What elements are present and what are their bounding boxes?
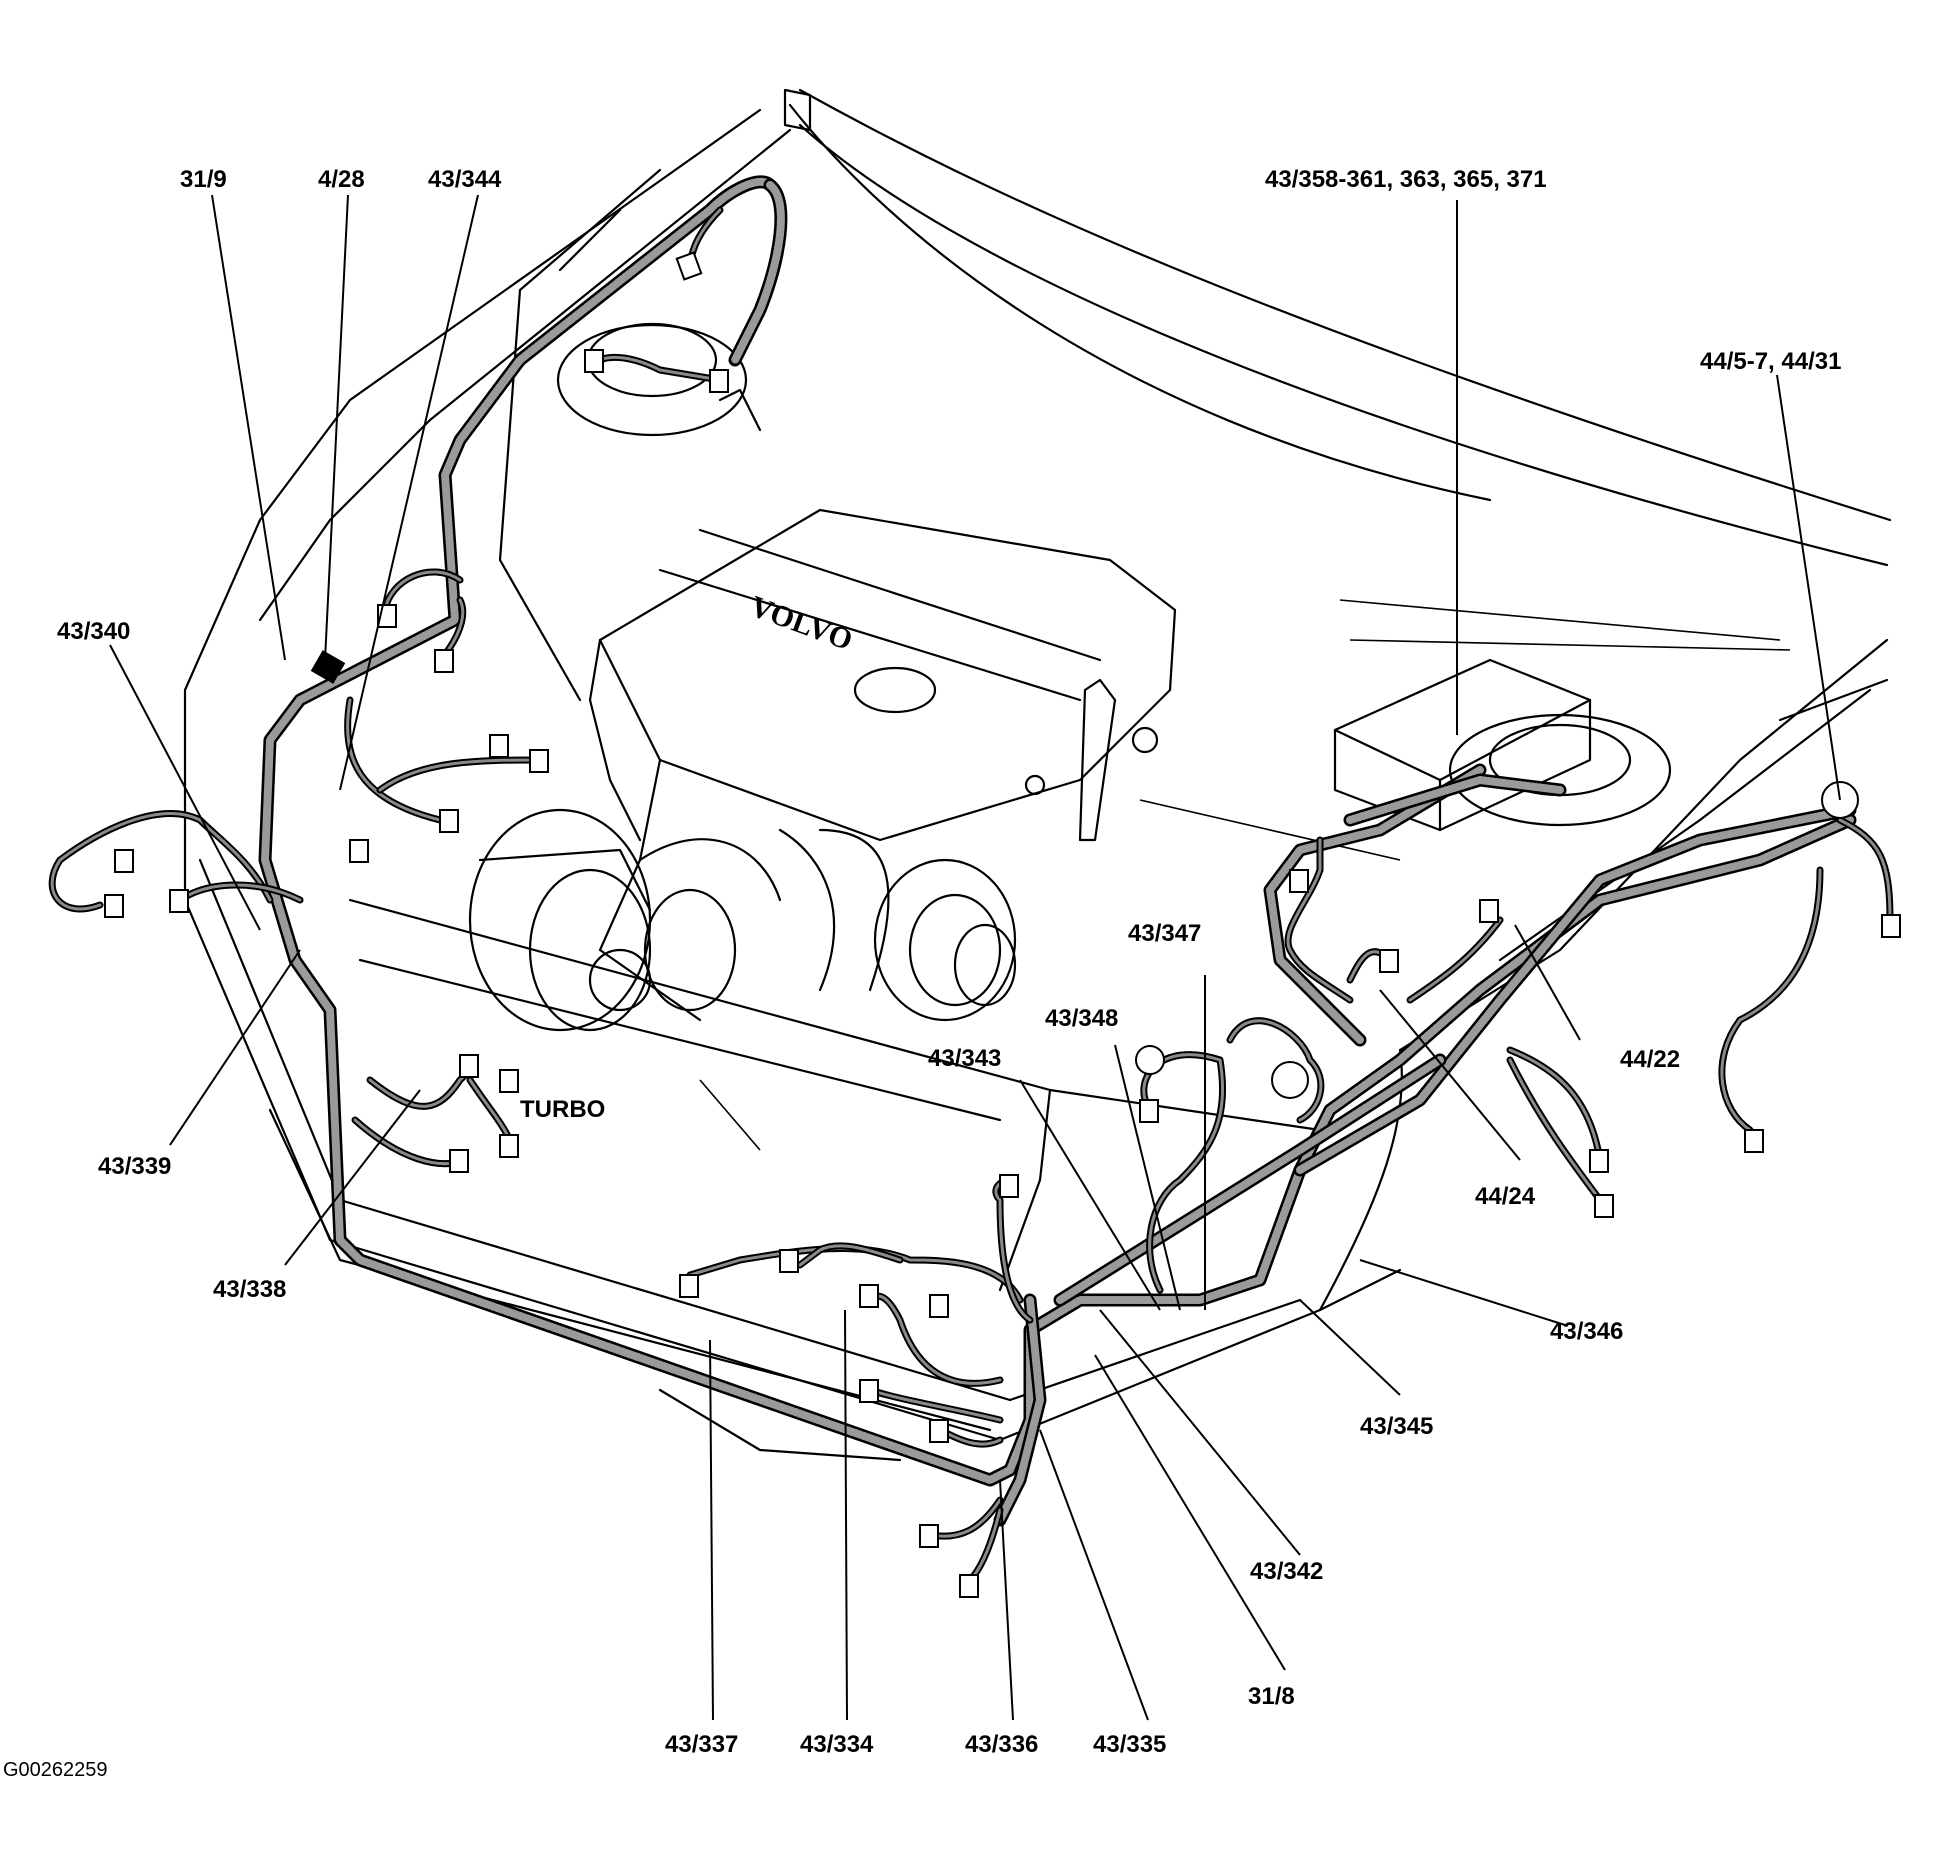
label-4-28: 4/28: [318, 166, 365, 193]
label-43-336: 43/336: [965, 1731, 1039, 1758]
label-43-335: 43/335: [1093, 1731, 1167, 1758]
label-43-348: 43/348: [1045, 1005, 1119, 1032]
engine-block: [468, 388, 1177, 1032]
label-43-343: 43/343: [928, 1045, 1002, 1072]
label-31-9: 31/9: [180, 166, 227, 193]
label-44-5-7-44-31: 44/5-7, 44/31: [1700, 348, 1842, 375]
label-43-358-371: 43/358-361, 363, 365, 371: [1265, 166, 1547, 193]
label-31-8: 31/8: [1248, 1683, 1295, 1710]
label-43-347: 43/347: [1128, 920, 1202, 947]
engine-cover-logo: VOLVO: [746, 590, 857, 657]
connectors: [104, 251, 1901, 1598]
label-43-344: 43/344: [428, 166, 502, 193]
main-harness: [258, 175, 1857, 1527]
label-43-339: 43/339: [98, 1153, 172, 1180]
label-43-345: 43/345: [1360, 1413, 1434, 1440]
leader-lines: [109, 194, 1841, 1721]
label-43-338: 43/338: [213, 1276, 287, 1303]
label-44-24: 44/24: [1475, 1183, 1536, 1210]
label-43-337: 43/337: [665, 1731, 739, 1758]
label-43-340: 43/340: [57, 618, 131, 645]
label-44-22: 44/22: [1620, 1046, 1681, 1073]
branch-wires: [48, 206, 1894, 1584]
label-43-334: 43/334: [800, 1731, 874, 1758]
label-43-342: 43/342: [1250, 1558, 1324, 1585]
figure-id: G00262259: [3, 1759, 108, 1781]
label-turbo: TURBO: [520, 1096, 606, 1123]
label-43-346: 43/346: [1550, 1318, 1624, 1345]
engine-bay-outline: [183, 88, 1892, 1462]
